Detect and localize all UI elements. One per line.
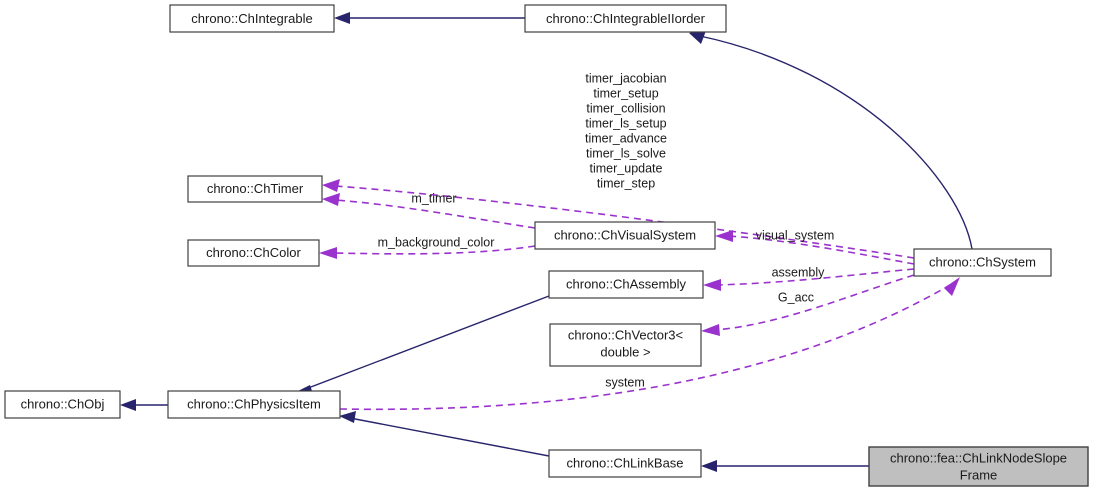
node-label: chrono::ChPhysicsItem	[187, 396, 321, 411]
node-label: double >	[600, 344, 650, 359]
edge-label-line: timer_advance	[585, 131, 667, 145]
edge-label-m-timer: m_timer	[411, 191, 456, 205]
edge-label-line: timer_jacobian	[585, 71, 666, 85]
node-box[interactable]	[187, 175, 323, 203]
node-box[interactable]	[868, 446, 1089, 487]
edge-label-line: timer_ls_solve	[586, 146, 666, 160]
node-chlinknodeslopeframe[interactable]: chrono::fea::ChLinkNodeSlope Frame	[868, 446, 1089, 487]
edge-line	[713, 274, 915, 331]
usage-arrowhead	[703, 279, 721, 291]
node-box[interactable]	[169, 4, 335, 33]
edge-line	[349, 417, 550, 457]
node-box[interactable]	[4, 390, 121, 419]
edge-line	[334, 199, 536, 229]
edge-chsystem-to-chassembly	[703, 268, 915, 291]
edge-chsystem-to-chintegrableiiorder	[689, 28, 973, 250]
edge-label-system: system	[605, 375, 645, 389]
node-label: chrono::ChSystem	[929, 254, 1036, 269]
node-label: Frame	[960, 467, 998, 482]
edge-label-g-acc: G_acc	[778, 290, 814, 304]
node-label: chrono::ChVector3<	[568, 327, 683, 342]
node-label: chrono::ChIntegrable	[191, 11, 312, 26]
edge-label-line: timer_update	[590, 161, 663, 175]
node-box[interactable]	[534, 221, 716, 250]
node-label: chrono::ChObj	[21, 396, 105, 411]
edge-label-line: timer_ls_setup	[585, 116, 666, 130]
edge-chassembly-to-chphysicsitem	[292, 295, 550, 397]
edge-chphysicsitem-to-chobj	[120, 399, 168, 411]
node-chphysicsitem[interactable]: chrono::ChPhysicsItem	[167, 390, 341, 419]
edge-labels: timer_jacobian timer_setup timer_collisi…	[378, 71, 835, 389]
node-chcolor[interactable]: chrono::ChColor	[187, 239, 320, 267]
edge-chsystem-to-chvector3	[701, 274, 915, 336]
edge-chlinkbase-to-chphysicsitem	[339, 411, 550, 457]
edge-label-m-background-color: m_background_color	[378, 235, 495, 249]
node-label: chrono::ChVisualSystem	[554, 227, 696, 242]
edge-line	[331, 245, 536, 255]
edge-label-line: timer_collision	[586, 101, 665, 115]
node-box[interactable]	[524, 4, 727, 33]
edge-label-assembly: assembly	[772, 265, 826, 279]
edge-label-line: timer_setup	[593, 86, 658, 100]
usage-arrowhead	[944, 277, 960, 296]
edge-chintegrableiiorder-to-chintegrable	[334, 12, 525, 24]
usage-arrowhead	[322, 193, 340, 206]
edge-line	[339, 284, 951, 411]
edge-label-timer-fields: timer_jacobian timer_setup timer_collisi…	[585, 71, 667, 190]
class-nodes: chrono::ChIntegrable chrono::ChIntegrabl…	[4, 4, 1089, 487]
node-label: chrono::ChIntegrableIIorder	[546, 11, 706, 26]
node-chtimer[interactable]: chrono::ChTimer	[187, 175, 323, 203]
edge-chsystem-to-chvisualsystem	[715, 230, 915, 265]
node-box[interactable]	[548, 449, 702, 478]
node-chvector3-double[interactable]: chrono::ChVector3< double >	[549, 323, 702, 367]
usage-arrowhead	[319, 247, 337, 259]
edge-chlinknodeslopeframe-to-chlinkbase	[701, 460, 869, 472]
node-box[interactable]	[167, 390, 341, 419]
usage-arrowhead	[322, 179, 340, 192]
node-chvisualsystem[interactable]: chrono::ChVisualSystem	[534, 221, 716, 250]
node-box[interactable]	[187, 239, 320, 267]
node-chobj[interactable]: chrono::ChObj	[4, 390, 121, 419]
inheritance-arrowhead	[701, 460, 717, 472]
node-label: chrono::ChLinkBase	[566, 455, 683, 470]
node-label: chrono::ChAssembly	[566, 276, 686, 291]
node-chsystem[interactable]: chrono::ChSystem	[913, 248, 1052, 277]
edge-line	[715, 268, 915, 286]
usage-arrowhead	[701, 324, 720, 336]
usage-arrowhead	[715, 230, 733, 242]
node-chintegrable[interactable]: chrono::ChIntegrable	[169, 4, 335, 33]
edge-chvisualsystem-to-chtimer-mtimer	[322, 193, 536, 229]
edge-chphysicsitem-to-chsystem	[339, 277, 960, 411]
node-box[interactable]	[548, 270, 704, 299]
node-chintegrableiiorder[interactable]: chrono::ChIntegrableIIorder	[524, 4, 727, 33]
node-box[interactable]	[913, 248, 1052, 277]
edge-label-visual-system: visual_system	[756, 228, 835, 242]
node-label: chrono::ChTimer	[207, 181, 304, 196]
edge-line	[334, 185, 915, 259]
edge-chvisualsystem-to-chcolor	[319, 245, 536, 259]
usage-edges	[319, 179, 960, 411]
node-label: chrono::ChColor	[206, 245, 301, 260]
edge-chsystem-to-chtimer-timers	[322, 179, 915, 259]
node-label: chrono::fea::ChLinkNodeSlope	[890, 450, 1067, 465]
inheritance-arrowhead	[120, 399, 136, 411]
node-chassembly[interactable]: chrono::ChAssembly	[548, 270, 704, 299]
inheritance-arrowhead	[339, 411, 356, 423]
node-chlinkbase[interactable]: chrono::ChLinkBase	[548, 449, 702, 478]
inheritance-arrowhead	[334, 12, 350, 24]
node-box[interactable]	[549, 323, 702, 367]
edge-line	[302, 295, 550, 391]
edge-label-line: timer_step	[597, 176, 655, 190]
edge-line	[699, 35, 973, 250]
